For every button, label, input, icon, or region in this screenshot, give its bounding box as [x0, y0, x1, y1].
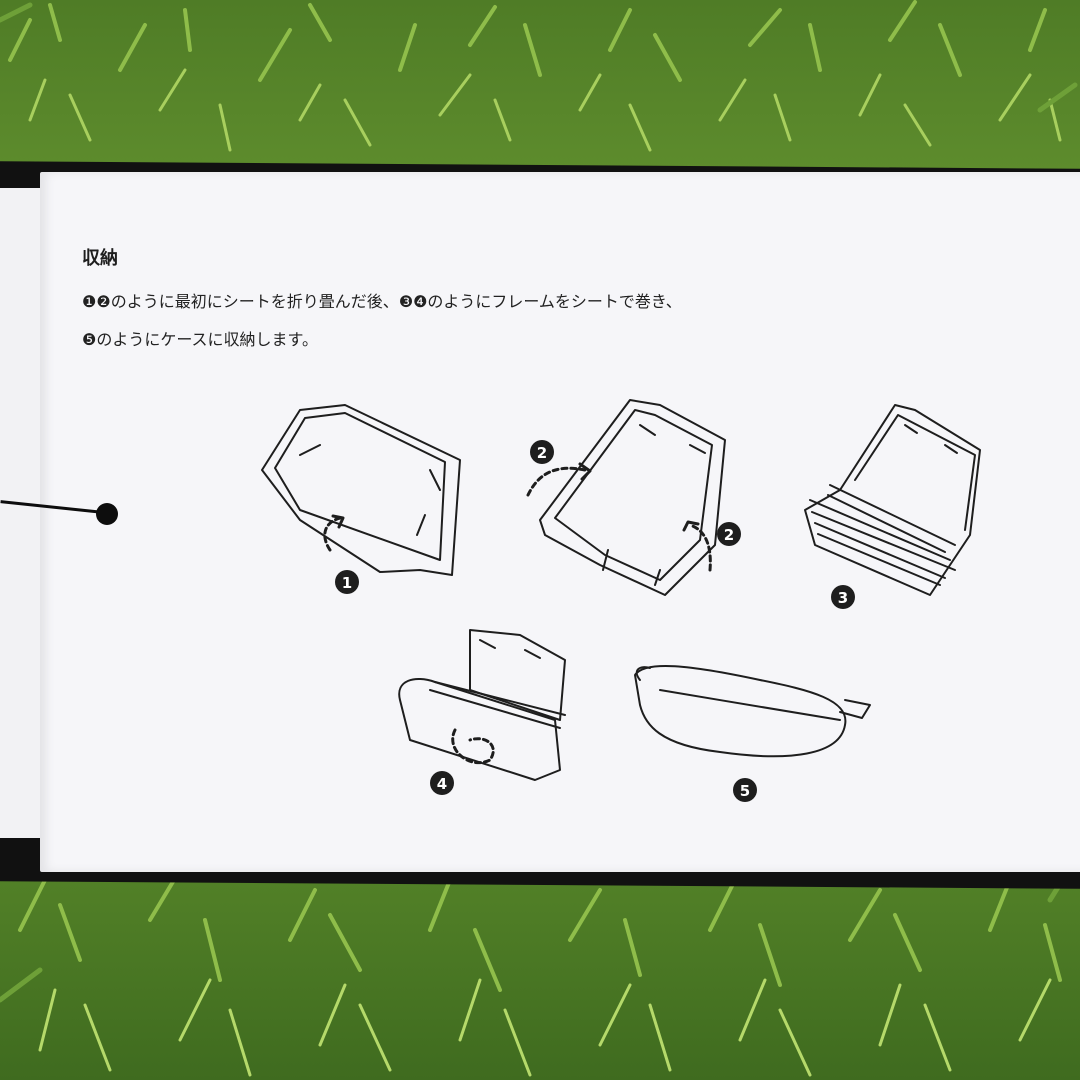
section-heading: 収納: [82, 248, 118, 269]
instruction-line-2: ❺のようにケースに収納します。: [82, 330, 318, 349]
step4-roll-illustration: [398, 629, 566, 781]
step-number: 2: [537, 444, 547, 462]
step-number: 5: [740, 782, 750, 800]
step-number: 2: [724, 526, 734, 544]
step-number: 4: [437, 775, 447, 793]
instruction-line-1: ❶❷のように最初にシートを折り畳んだ後、❸❹のようにフレームをシートで巻き、: [82, 292, 682, 311]
step-badge-2b: 2: [717, 522, 741, 546]
step3-frame-illustration: [804, 404, 981, 596]
step-badge-1: 1: [335, 570, 359, 594]
step-badge-5: 5: [733, 778, 757, 802]
step-number: 3: [838, 589, 848, 607]
punch-hole: [96, 503, 118, 525]
step2-fold-illustration: [526, 399, 726, 596]
step-number: 1: [342, 574, 352, 592]
step5-case-illustration: [634, 664, 871, 758]
step1-sheet-illustration: [261, 404, 461, 576]
step-badge-3: 3: [831, 585, 855, 609]
step-badge-4: 4: [430, 771, 454, 795]
step-badge-2a: 2: [530, 440, 554, 464]
